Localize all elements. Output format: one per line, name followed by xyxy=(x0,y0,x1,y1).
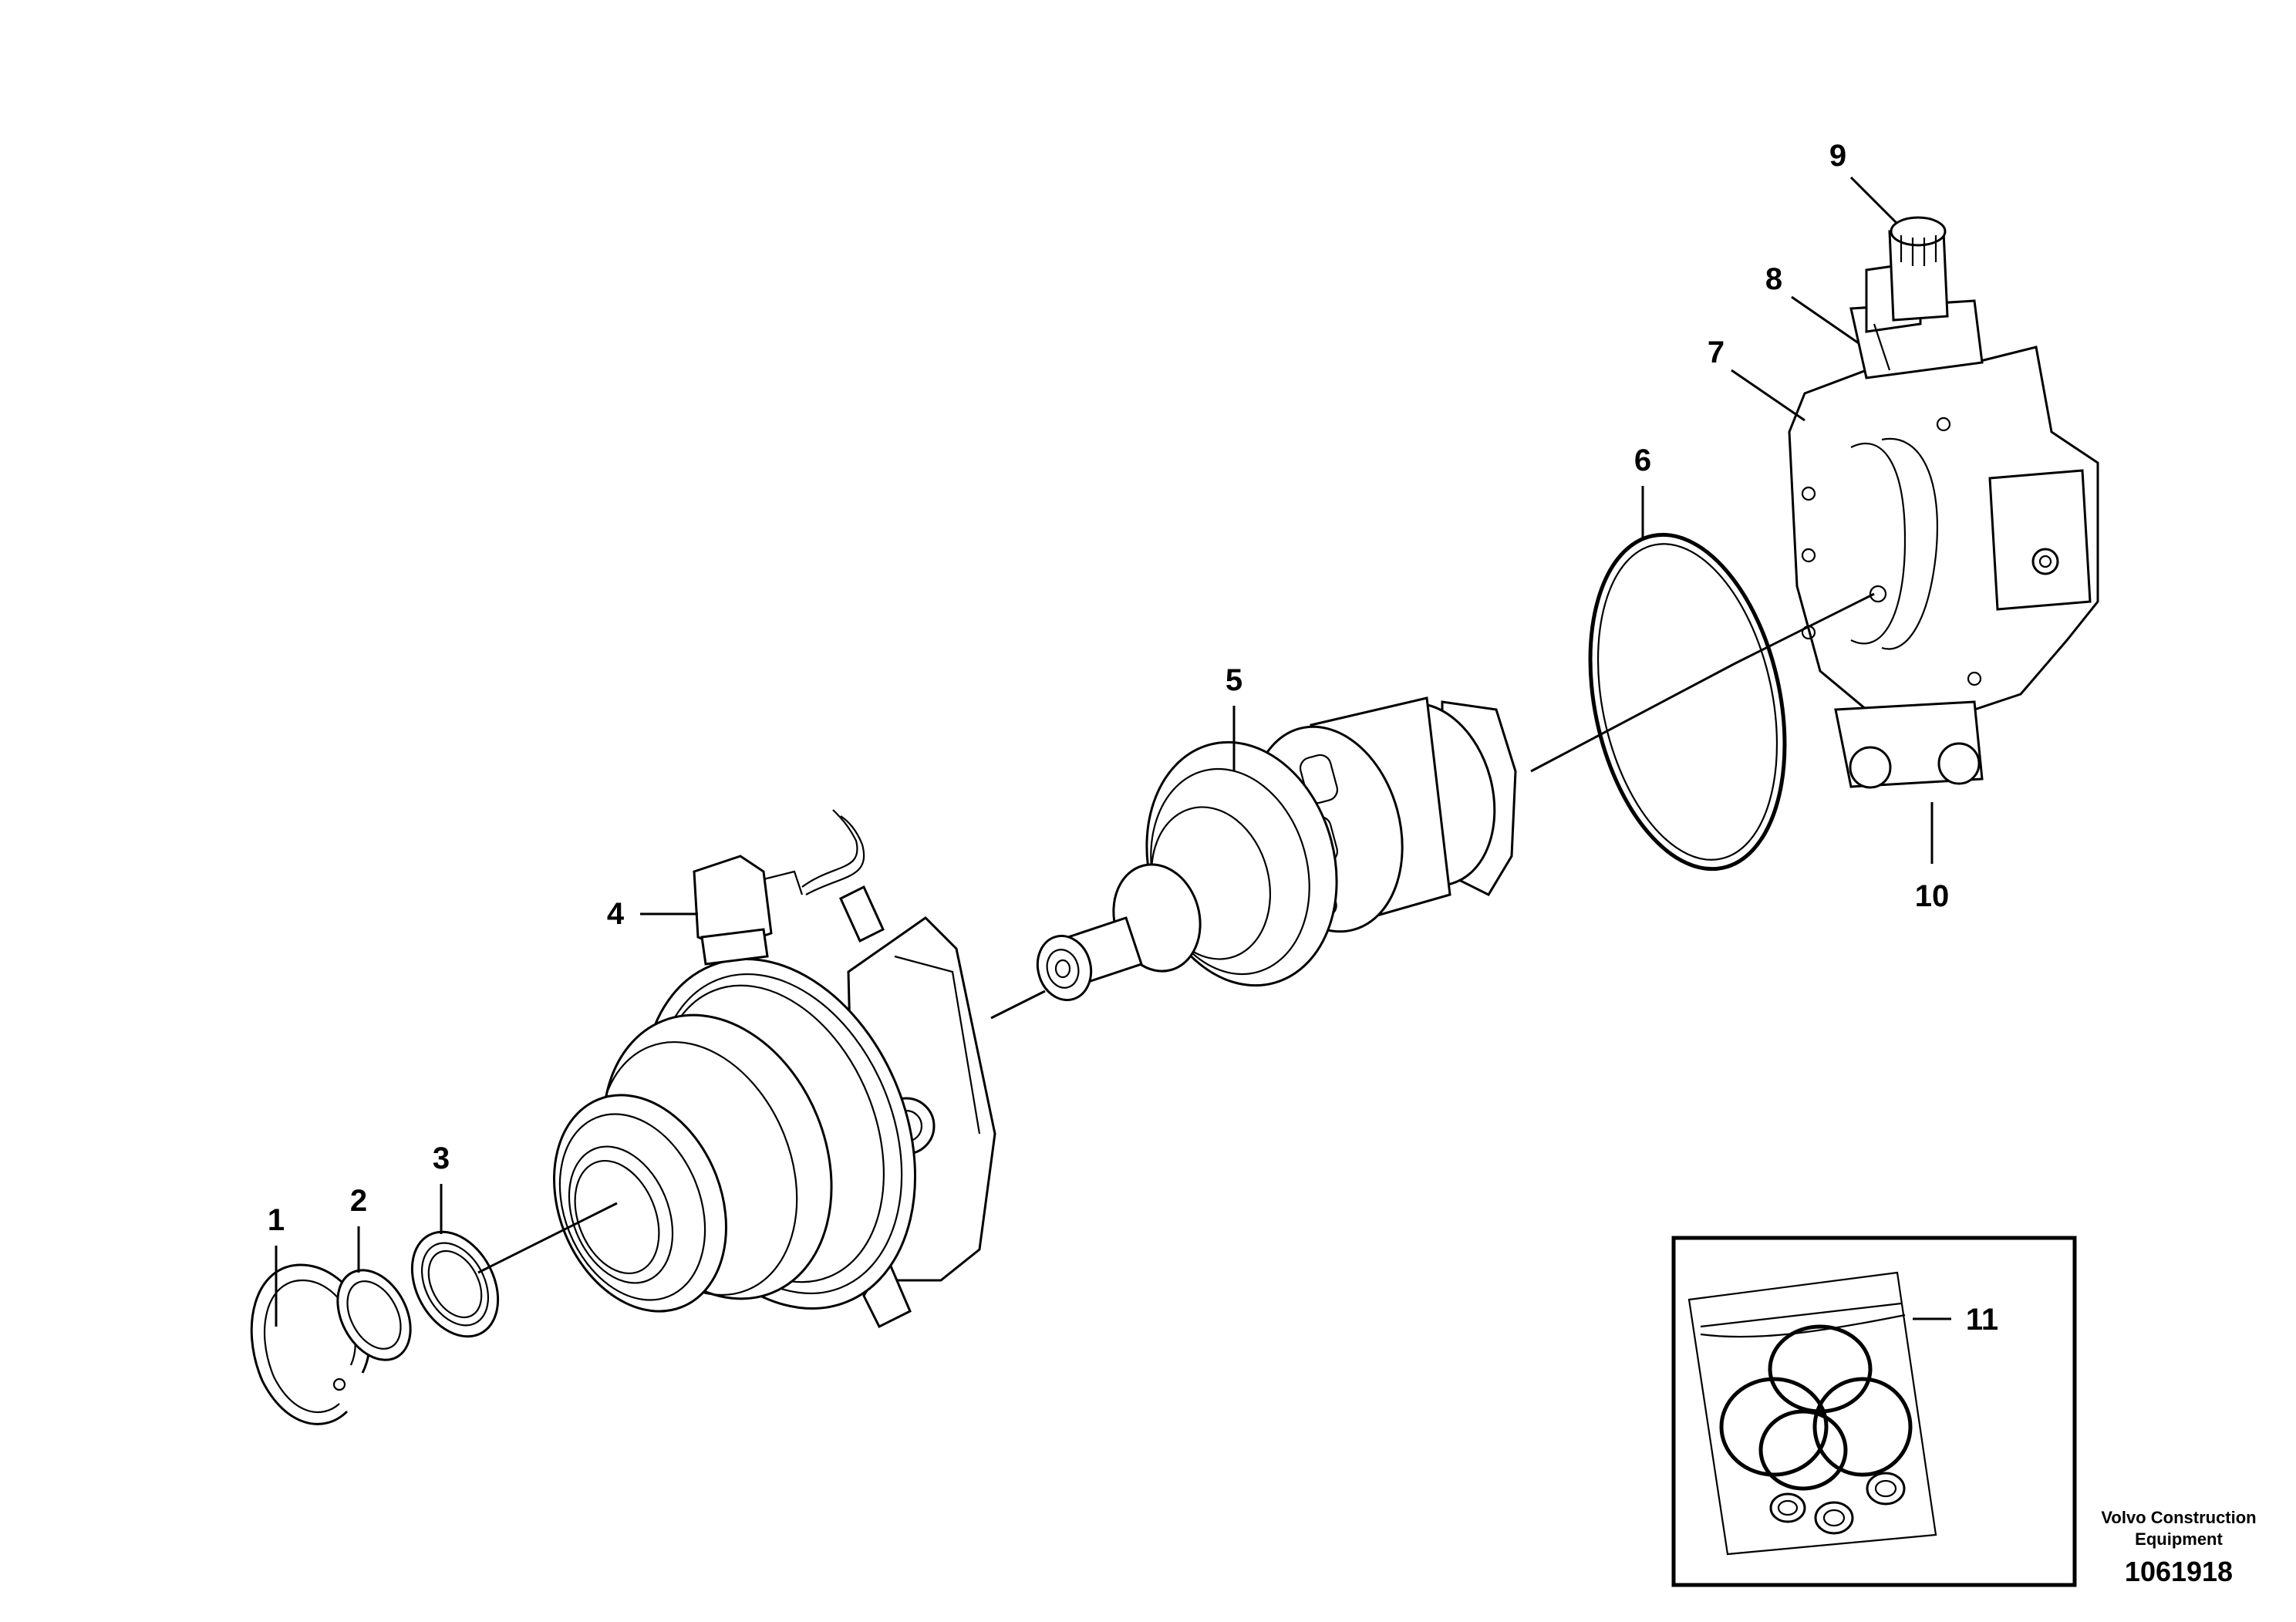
callout-4: 4 xyxy=(607,897,625,931)
part-9-solenoid xyxy=(1888,216,1949,322)
callout-9: 9 xyxy=(1829,139,1846,173)
callout-3: 3 xyxy=(433,1141,450,1175)
callout-7: 7 xyxy=(1708,336,1725,369)
callout-5: 5 xyxy=(1226,663,1242,697)
callout-6: 6 xyxy=(1634,443,1651,477)
part-3-seal xyxy=(410,1230,500,1338)
part-2-washer xyxy=(336,1269,412,1361)
part-5-rotating-group xyxy=(1036,696,1517,1002)
part-7-end-cover xyxy=(1788,346,2099,711)
leader-lines xyxy=(275,176,1951,1327)
seal-kit-inset-frame xyxy=(1671,1236,2077,1587)
credit-line-2: Equipment xyxy=(2135,1529,2223,1549)
credit-line-1: Volvo Construction xyxy=(2101,1508,2256,1527)
part-6-o-ring xyxy=(1588,532,1787,872)
part-4-motor-housing xyxy=(553,809,996,1329)
callout-2: 2 xyxy=(350,1184,367,1218)
callout-1: 1 xyxy=(268,1203,285,1237)
callout-10: 10 xyxy=(1915,879,1950,913)
drawing-number: 1061918 xyxy=(2125,1556,2233,1587)
part-10-fitting xyxy=(1834,700,1984,789)
part-11-seal-kit xyxy=(1687,1271,1937,1556)
callout-11: 11 xyxy=(1966,1303,1998,1337)
callout-8: 8 xyxy=(1765,262,1782,296)
